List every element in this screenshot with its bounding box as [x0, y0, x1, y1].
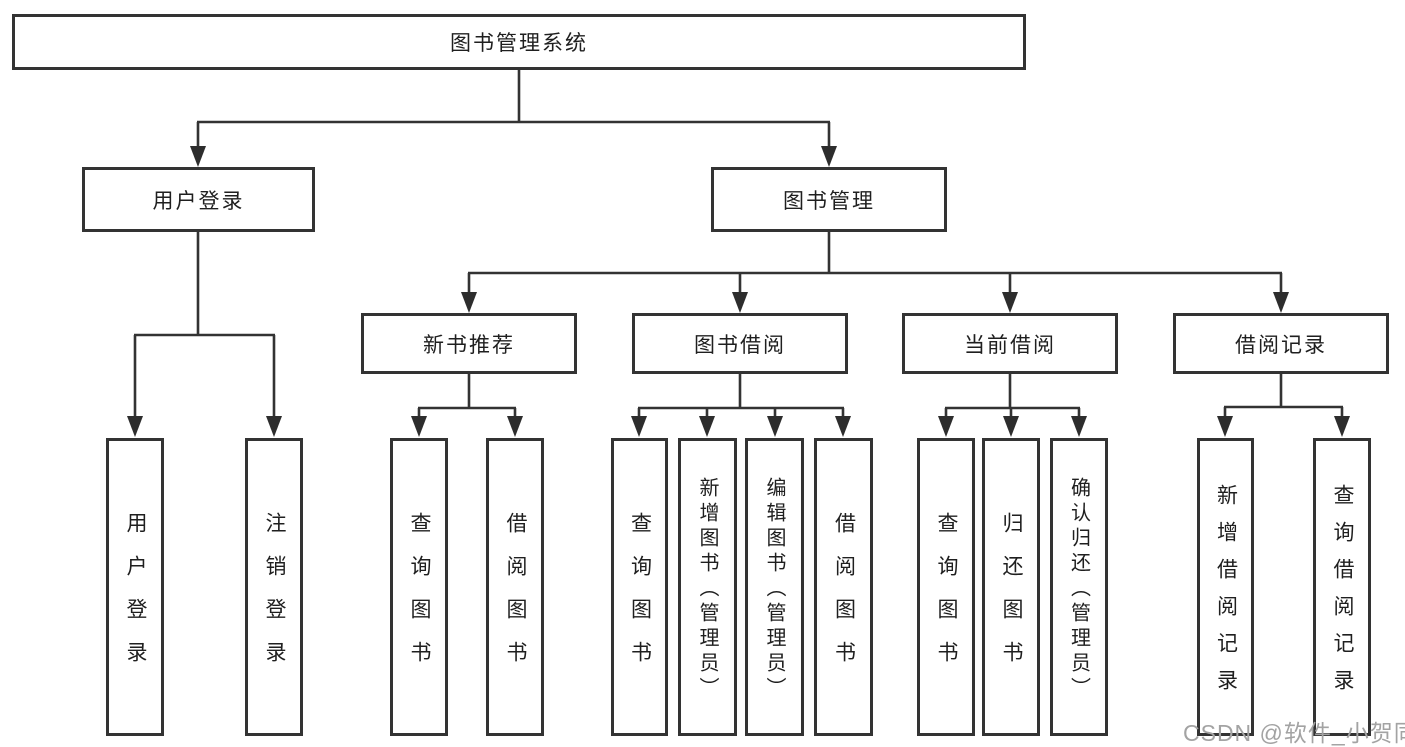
- node-label: 新增借阅记录: [1214, 484, 1238, 706]
- node-borrow-book-2: 借阅图书: [814, 438, 873, 736]
- arrowhead-icon: [835, 416, 851, 437]
- node-add-borrow-record: 新增借阅记录: [1197, 438, 1254, 736]
- node-label: 当前借阅: [964, 333, 1056, 357]
- node-add-book-admin: 新增图书（管理员）: [678, 438, 737, 736]
- connector-user-login: [133, 232, 276, 419]
- node-label: 确认归还（管理员）: [1067, 477, 1090, 702]
- arrowhead-icon: [1002, 292, 1018, 313]
- node-return-book: 归还图书: [982, 438, 1040, 736]
- arrowhead-icon: [699, 416, 715, 437]
- node-label: 查询借阅记录: [1331, 484, 1354, 706]
- node-label: 用户登录: [124, 512, 147, 684]
- node-label: 新增图书（管理员）: [696, 477, 718, 702]
- arrowhead-icon: [127, 416, 143, 437]
- arrowhead-icon: [411, 416, 427, 437]
- node-edit-book-admin: 编辑图书（管理员）: [745, 438, 804, 736]
- connector-current-borrow: [944, 374, 1081, 419]
- arrowhead-icon: [732, 292, 748, 313]
- arrowhead-icon: [1071, 416, 1087, 437]
- node-query-book-3: 查询图书: [917, 438, 975, 736]
- arrowhead-icon: [1273, 292, 1289, 313]
- node-label: 查询图书: [408, 512, 431, 684]
- node-label: 编辑图书（管理员）: [763, 477, 785, 702]
- node-confirm-return-admin: 确认归还（管理员）: [1050, 438, 1108, 736]
- arrowhead-icon: [461, 292, 477, 313]
- node-label: 图书借阅: [694, 333, 786, 357]
- node-label: 注销登录: [263, 512, 286, 684]
- arrowhead-icon: [266, 416, 282, 437]
- node-label: 查询图书: [628, 512, 652, 684]
- connector-root: [196, 70, 831, 150]
- node-logout: 注销登录: [245, 438, 303, 736]
- node-label: 归还图书: [1000, 512, 1023, 684]
- node-library-system: 图书管理系统: [12, 14, 1026, 70]
- node-current-borrowing: 当前借阅: [902, 313, 1118, 374]
- node-label: 查询图书: [935, 512, 958, 684]
- node-label: 借阅图书: [504, 512, 527, 684]
- arrowhead-icon: [1217, 416, 1233, 437]
- node-borrow-book-1: 借阅图书: [486, 438, 544, 736]
- node-label: 用户登录: [152, 189, 245, 213]
- arrowhead-icon: [938, 416, 954, 437]
- connector-book-borrow: [637, 374, 845, 419]
- node-new-book-recommend: 新书推荐: [361, 313, 577, 374]
- arrowhead-icon: [507, 416, 523, 437]
- node-label: 新书推荐: [423, 333, 515, 357]
- arrowhead-icon: [190, 146, 206, 167]
- connector-new-book: [417, 374, 517, 419]
- node-user-login-leaf: 用户登录: [106, 438, 164, 736]
- node-query-book-1: 查询图书: [390, 438, 448, 736]
- connector-borrow-records: [1223, 374, 1344, 419]
- arrowhead-icon: [1003, 416, 1019, 437]
- arrowhead-icon: [821, 146, 837, 167]
- node-user-login: 用户登录: [82, 167, 315, 232]
- node-query-borrow-record: 查询借阅记录: [1313, 438, 1371, 736]
- node-book-management: 图书管理: [711, 167, 947, 232]
- node-label: 图书管理: [783, 189, 875, 213]
- arrowhead-icon: [1334, 416, 1350, 437]
- node-query-book-2: 查询图书: [611, 438, 668, 736]
- node-label: 借阅记录: [1235, 333, 1327, 357]
- watermark: CSDN @软件_小贺同学: [1183, 720, 1405, 746]
- node-label: 借阅图书: [832, 512, 856, 684]
- connector-book-mgmt: [467, 232, 1283, 294]
- node-book-borrowing: 图书借阅: [632, 313, 848, 374]
- node-borrow-records: 借阅记录: [1173, 313, 1389, 374]
- node-label: 图书管理系统: [450, 32, 588, 55]
- arrowhead-icon: [767, 416, 783, 437]
- arrowhead-icon: [631, 416, 647, 437]
